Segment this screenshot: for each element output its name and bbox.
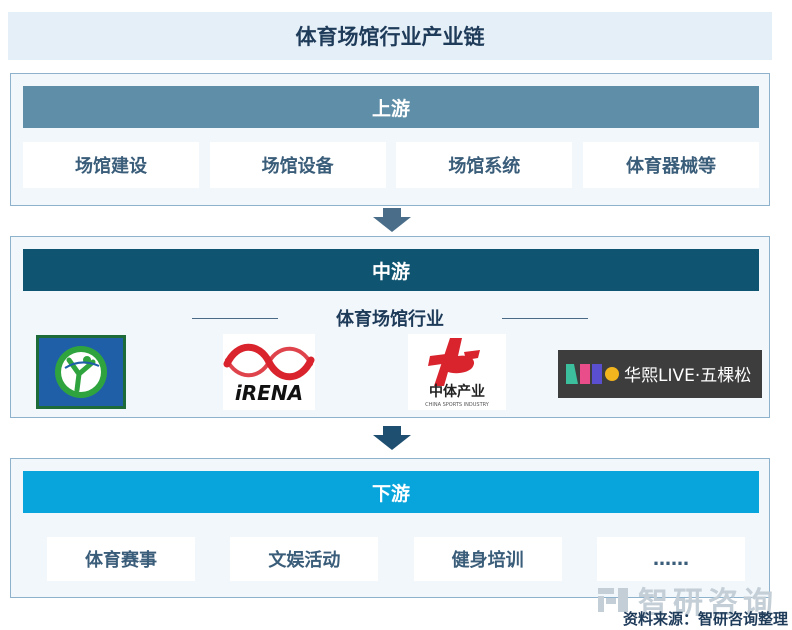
downstream-items: 体育赛事 文娱活动 健身培训 …… xyxy=(47,537,745,581)
divider-right xyxy=(502,317,588,319)
irena-logo: iRENA xyxy=(223,334,315,410)
divider-left xyxy=(192,317,278,319)
upstream-header: 上游 xyxy=(23,86,759,128)
china-sports-industry-logo: 中体产业 CHINA SPORTS INDUSTRY xyxy=(408,334,506,410)
downstream-item-sports-events: 体育赛事 xyxy=(47,537,195,581)
huaxi-logo-text: 华熙LIVE·五棵松 xyxy=(624,366,751,386)
upstream-items: 场馆建设 场馆设备 场馆系统 体育器械等 xyxy=(23,142,759,188)
upstream-item-venue-construction: 场馆建设 xyxy=(23,142,199,188)
chizhi-logo-icon xyxy=(598,588,628,612)
source-note: 资料来源：智研咨询整理 xyxy=(622,610,788,628)
upstream-item-venue-equipment: 场馆设备 xyxy=(209,142,386,188)
china-sports-logo-text: 中体产业 xyxy=(429,383,485,400)
china-sports-logo-subtext: CHINA SPORTS INDUSTRY xyxy=(425,402,490,408)
upstream-item-sports-equipment: 体育器械等 xyxy=(582,142,759,188)
upstream-item-venue-system: 场馆系统 xyxy=(396,142,573,188)
watermark: 智研咨询 xyxy=(596,578,778,622)
downstream-header: 下游 xyxy=(23,471,759,513)
watermark-text: 智研咨询 xyxy=(638,586,778,621)
green-gymnast-logo xyxy=(36,335,126,409)
huaxi-live-logo: 华熙LIVE·五棵松 xyxy=(558,350,762,398)
midstream-header: 中游 xyxy=(23,249,759,291)
midstream-subtitle-row: 体育场馆行业 xyxy=(11,303,769,333)
irena-logo-text: iRENA xyxy=(235,381,303,405)
down-arrow-icon xyxy=(373,426,411,450)
downstream-item-more: …… xyxy=(596,537,745,581)
chain-title: 体育场馆行业产业链 xyxy=(8,12,772,60)
midstream-section: 中游 体育场馆行业 iRENA 中体产业 CHINA SPORTS xyxy=(10,236,770,418)
downstream-section: 下游 体育赛事 文娱活动 健身培训 …… xyxy=(10,458,770,598)
downstream-item-fitness-training: 健身培训 xyxy=(413,537,562,581)
midstream-subtitle: 体育场馆行业 xyxy=(336,309,444,330)
upstream-section: 上游 场馆建设 场馆设备 场馆系统 体育器械等 xyxy=(10,73,770,206)
downstream-item-entertainment: 文娱活动 xyxy=(230,537,379,581)
down-arrow-icon xyxy=(373,208,411,232)
